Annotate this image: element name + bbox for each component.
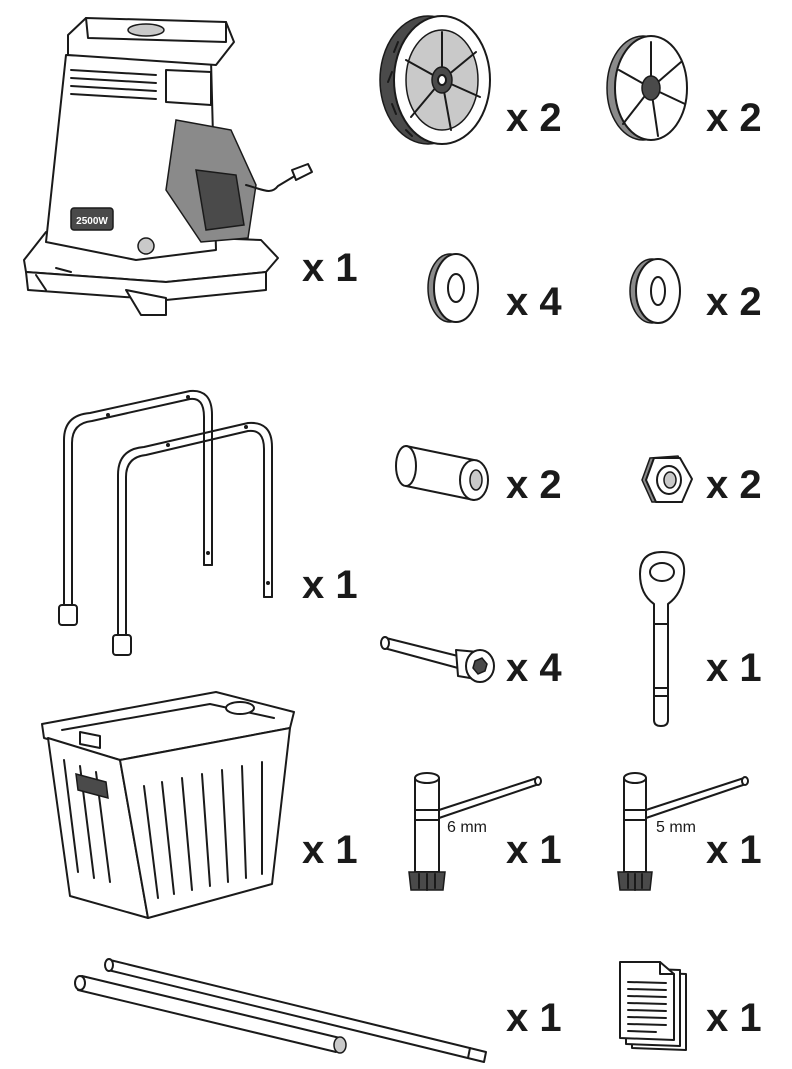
washer-large-quantity: x 4	[506, 280, 562, 324]
key-quantity: x 1	[706, 646, 762, 690]
wrench-6mm-size-label: 6 mm	[446, 819, 488, 836]
axle-rods-illustration	[74, 952, 494, 1064]
key-illustration	[634, 548, 690, 728]
collection-box-illustration	[40, 686, 298, 922]
bolt-illustration	[378, 628, 498, 686]
washer-small-illustration	[628, 255, 684, 327]
wrench-5mm-illustration	[616, 770, 754, 892]
shredder-quantity: x 1	[302, 246, 358, 290]
washer-large-illustration	[426, 250, 482, 326]
shredder-illustration: 2500W	[16, 10, 276, 315]
wheel-illustration	[376, 12, 494, 147]
nut-quantity: x 2	[706, 463, 762, 507]
manual-quantity: x 1	[706, 996, 762, 1040]
wrench-5mm-quantity: x 1	[706, 828, 762, 872]
wrench-6mm-quantity: x 1	[506, 828, 562, 872]
bolt-quantity: x 4	[506, 646, 562, 690]
shredder-badge: 2500W	[76, 216, 108, 227]
frame-legs-illustration	[50, 385, 290, 660]
nut-illustration	[640, 452, 694, 506]
wrench-6mm-illustration	[405, 770, 543, 892]
hubcap-illustration	[603, 32, 693, 144]
spacer-illustration	[392, 442, 494, 504]
wheel-quantity: x 2	[506, 96, 562, 140]
collection-box-quantity: x 1	[302, 828, 358, 872]
manual-illustration	[612, 958, 694, 1054]
spacer-quantity: x 2	[506, 463, 562, 507]
washer-small-quantity: x 2	[706, 280, 762, 324]
wrench-5mm-size-label: 5 mm	[655, 819, 697, 836]
axle-rods-quantity: x 1	[506, 996, 562, 1040]
hubcap-quantity: x 2	[706, 96, 762, 140]
frame-legs-quantity: x 1	[302, 563, 358, 607]
